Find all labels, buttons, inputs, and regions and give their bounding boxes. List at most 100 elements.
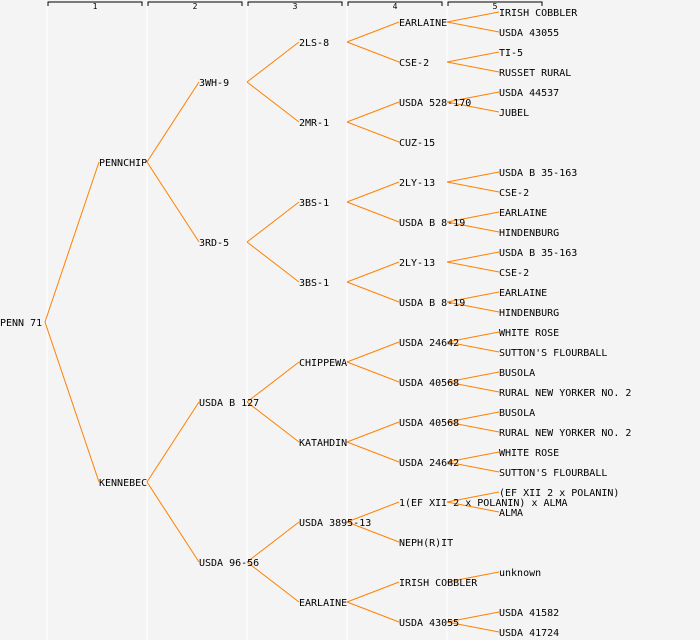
connector-line: [346, 181, 400, 203]
pedigree-node[interactable]: RUSSET RURAL: [499, 68, 571, 79]
connector-line: [446, 101, 500, 113]
connector-line: [346, 341, 400, 363]
generation-number: 3: [293, 2, 298, 11]
pedigree-node[interactable]: 2MR-1: [299, 118, 329, 129]
pedigree-node[interactable]: USDA 44537: [499, 88, 559, 99]
generation-number: 2: [193, 2, 198, 11]
pedigree-node[interactable]: IRISH COBBLER: [499, 8, 578, 19]
pedigree-node[interactable]: PENNCHIP: [99, 158, 147, 169]
connector-line: [446, 421, 500, 433]
pedigree-node[interactable]: USDA 41582: [499, 608, 559, 619]
pedigree-node[interactable]: CSE-2: [499, 188, 529, 199]
pedigree-node[interactable]: USDA 96-56: [199, 558, 259, 569]
pedigree-node[interactable]: USDA B 35-163: [499, 248, 577, 259]
connector-line: [346, 281, 400, 303]
connector-line: [146, 161, 200, 243]
pedigree-node[interactable]: CSE-2: [499, 268, 529, 279]
pedigree-node[interactable]: TI-5: [499, 48, 523, 59]
pedigree-node[interactable]: NEPH(R)IT: [399, 538, 453, 549]
pedigree-node[interactable]: 2LY-13: [399, 258, 435, 269]
connector-line: [446, 501, 500, 513]
pedigree-node[interactable]: SUTTON'S FLOURBALL: [499, 468, 607, 479]
pedigree-node[interactable]: USDA 43055: [499, 28, 559, 39]
pedigree-node[interactable]: BUSOLA: [499, 408, 535, 419]
pedigree-node[interactable]: RURAL NEW YORKER NO. 2: [499, 428, 631, 439]
pedigree-node[interactable]: BUSOLA: [499, 368, 535, 379]
connector-line: [446, 51, 500, 63]
connector-line: [446, 301, 500, 313]
pedigree-node[interactable]: USDA 24642: [399, 458, 459, 469]
connector-line: [446, 211, 500, 223]
connector-line: [146, 81, 200, 163]
pedigree-node[interactable]: USDA 24642: [399, 338, 459, 349]
pedigree-node[interactable]: 3WH-9: [199, 78, 229, 89]
pedigree-node[interactable]: USDA 40568: [399, 418, 459, 429]
connector-line: [446, 251, 500, 263]
pedigree-node[interactable]: EARLAINE: [499, 288, 547, 299]
pedigree-node[interactable]: (EF XII 2 x POLANIN): [499, 488, 619, 499]
pedigree-node[interactable]: EARLAINE: [299, 598, 347, 609]
pedigree-node[interactable]: CSE-2: [399, 58, 429, 69]
pedigree-node[interactable]: SUTTON'S FLOURBALL: [499, 348, 607, 359]
pedigree-node[interactable]: ALMA: [499, 508, 523, 519]
generation-number: 1: [93, 2, 98, 11]
pedigree-node[interactable]: HINDENBURG: [499, 228, 559, 239]
connector-line: [346, 421, 400, 443]
pedigree-node[interactable]: 1(EF XII 2 x POLANIN) x ALMA: [399, 498, 568, 509]
connector-line: [246, 41, 300, 83]
connector-line: [44, 321, 100, 483]
connector-line: [446, 61, 500, 73]
pedigree-node[interactable]: CHIPPEWA: [299, 358, 347, 369]
pedigree-node[interactable]: USDA 40568: [399, 378, 459, 389]
connector-lines: [44, 11, 500, 633]
connector-line: [246, 561, 300, 603]
pedigree-node[interactable]: WHITE ROSE: [499, 328, 559, 339]
pedigree-node[interactable]: EARLAINE: [499, 208, 547, 219]
connector-line: [346, 121, 400, 143]
pedigree-node[interactable]: USDA 528-170: [399, 98, 471, 109]
pedigree-node[interactable]: USDA B 127: [199, 398, 259, 409]
connector-line: [346, 601, 400, 623]
pedigree-node[interactable]: EARLAINE: [399, 18, 447, 29]
pedigree-node[interactable]: 2LY-13: [399, 178, 435, 189]
connector-line: [146, 401, 200, 483]
pedigree-node[interactable]: HINDENBURG: [499, 308, 559, 319]
pedigree-node[interactable]: 3BS-1: [299, 278, 329, 289]
pedigree-node[interactable]: KATAHDIN: [299, 438, 347, 449]
pedigree-node[interactable]: USDA B 8-19: [399, 298, 465, 309]
connector-line: [246, 81, 300, 123]
pedigree-node[interactable]: WHITE ROSE: [499, 448, 559, 459]
pedigree-node[interactable]: JUBEL: [499, 108, 529, 119]
pedigree-node[interactable]: 2LS-8: [299, 38, 329, 49]
connector-line: [246, 361, 300, 403]
generation-bracket: [447, 1, 543, 6]
pedigree-node[interactable]: CUZ-15: [399, 138, 435, 149]
pedigree-node[interactable]: USDA B 8-19: [399, 218, 465, 229]
pedigree-node[interactable]: IRISH COBBLER: [399, 578, 478, 589]
connector-line: [446, 91, 500, 103]
connector-line: [446, 261, 500, 273]
connector-line: [346, 581, 400, 603]
column-dividers: [46, 0, 448, 640]
pedigree-node[interactable]: USDA 41724: [499, 628, 559, 639]
pedigree-node[interactable]: USDA B 35-163: [499, 168, 577, 179]
pedigree-node[interactable]: 3RD-5: [199, 238, 229, 249]
connector-line: [446, 291, 500, 303]
connector-line: [346, 201, 400, 223]
pedigree-node[interactable]: 3BS-1: [299, 198, 329, 209]
pedigree-node[interactable]: PENN 71: [0, 318, 42, 329]
connector-line: [446, 381, 500, 393]
connector-line: [346, 361, 400, 383]
connector-line: [346, 501, 400, 523]
pedigree-node[interactable]: USDA 3895-13: [299, 518, 371, 529]
connector-line: [446, 491, 500, 503]
pedigree-node[interactable]: unknown: [499, 568, 541, 579]
pedigree-node[interactable]: RURAL NEW YORKER NO. 2: [499, 388, 631, 399]
connector-line: [446, 621, 500, 633]
pedigree-node[interactable]: KENNEBEC: [99, 478, 147, 489]
pedigree-node[interactable]: USDA 43055: [399, 618, 459, 629]
